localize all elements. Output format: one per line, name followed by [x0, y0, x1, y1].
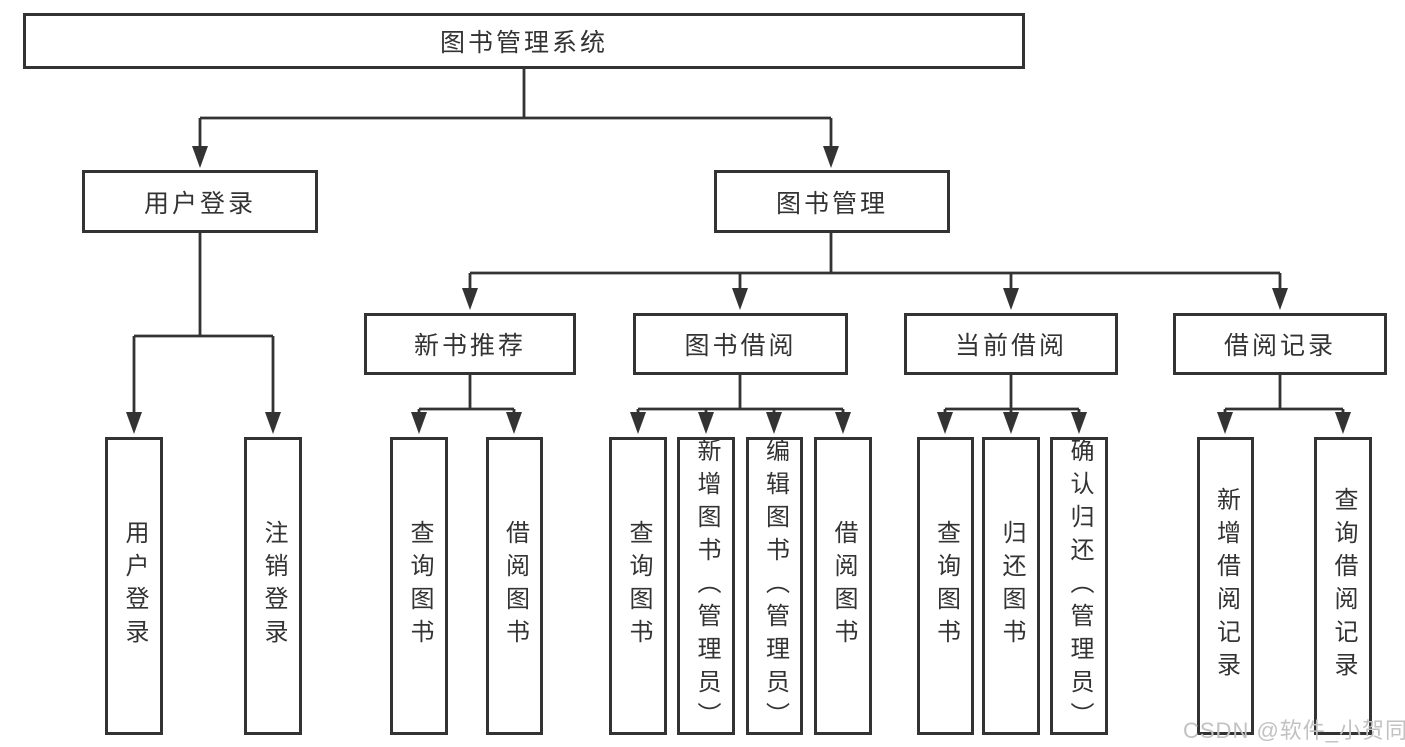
node-label: 当前借阅	[954, 332, 1067, 360]
node-user-login: 用户登录	[82, 170, 318, 233]
node-label: 查询图书	[625, 520, 652, 652]
arrowheads	[126, 146, 1351, 434]
node-library-management-system: 图书管理系统	[23, 13, 1025, 69]
node-leaf-borrow-books: 借阅图书	[486, 437, 543, 735]
node-label: 新增图书（管理员）	[693, 437, 720, 735]
node-leaf-confirm-return-admin: 确认归还（管理员）	[1050, 437, 1108, 735]
node-label: 归还图书	[998, 520, 1025, 652]
node-current-borrow: 当前借阅	[904, 313, 1118, 375]
node-leaf-query-books: 查询图书	[609, 437, 667, 735]
node-label: 编辑图书（管理员）	[761, 437, 789, 735]
node-label: 新书推荐	[413, 332, 526, 360]
node-borrow-record: 借阅记录	[1173, 313, 1387, 375]
node-label: 借阅图书	[830, 520, 857, 652]
node-new-book-recommend: 新书推荐	[364, 313, 576, 375]
node-leaf-query-books: 查询图书	[390, 437, 448, 735]
node-leaf-add-books-admin: 新增图书（管理员）	[677, 437, 735, 735]
csdn-watermark: CSDN @软件_小贺同学	[1183, 718, 1405, 743]
node-label: 图书管理系统	[439, 29, 608, 57]
connector-root-trunk	[198, 69, 833, 150]
connector-borrow-record-group	[1223, 375, 1345, 418]
node-leaf-return-books: 归还图书	[982, 437, 1040, 735]
node-label: 新增借阅记录	[1212, 487, 1240, 685]
node-label: 查询图书	[932, 520, 960, 652]
node-book-borrow: 图书借阅	[633, 313, 848, 375]
node-leaf-edit-books-admin: 编辑图书（管理员）	[746, 437, 803, 735]
node-leaf-add-borrow-record: 新增借阅记录	[1197, 437, 1254, 735]
node-leaf-borrow-books: 借阅图书	[814, 437, 872, 735]
node-leaf-query-books: 查询图书	[917, 437, 974, 735]
node-label: 图书管理	[775, 189, 888, 218]
connector-user-login-group	[132, 233, 275, 416]
node-label: 借阅图书	[501, 520, 529, 652]
node-leaf-user-login: 用户登录	[105, 437, 163, 735]
connector-book-management-group	[468, 233, 1282, 292]
connector-current-borrow-group	[943, 375, 1081, 418]
node-label: 查询图书	[406, 520, 433, 652]
node-label: 借阅记录	[1223, 332, 1336, 360]
connector-book-borrow-group	[636, 375, 845, 418]
node-label: 用户登录	[143, 189, 256, 218]
node-label: 确认归还（管理员）	[1066, 437, 1093, 735]
node-label: 注销登录	[260, 520, 287, 652]
node-book-management: 图书管理	[714, 170, 950, 233]
node-leaf-logout: 注销登录	[244, 437, 302, 735]
connector-new-book-group	[417, 375, 516, 418]
node-label: 图书借阅	[684, 332, 797, 360]
node-label: 查询借阅记录	[1330, 487, 1357, 685]
node-label: 用户登录	[121, 520, 148, 652]
node-leaf-query-borrow-record: 查询借阅记录	[1314, 437, 1372, 735]
